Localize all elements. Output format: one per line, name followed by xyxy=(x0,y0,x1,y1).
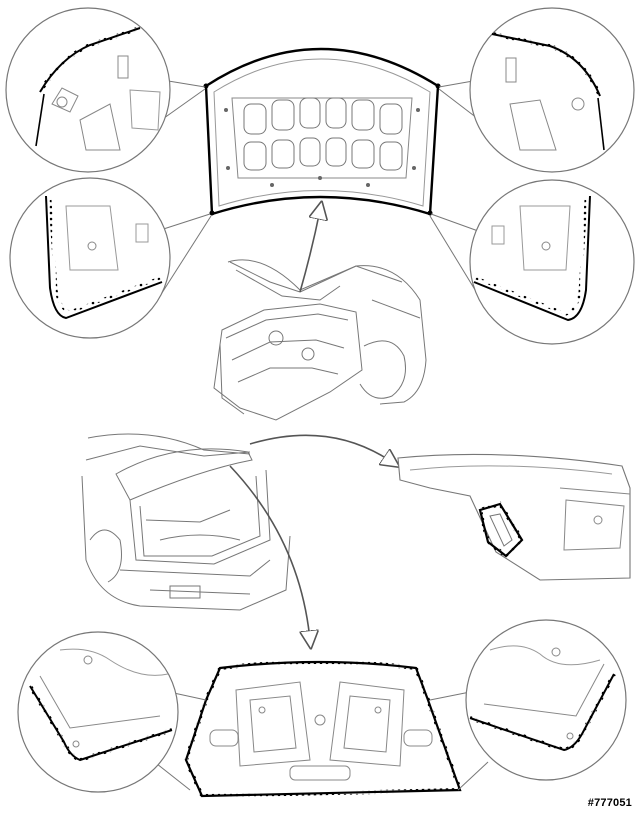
callout-hood-front-right xyxy=(438,7,635,173)
callout-hood-rear-left xyxy=(9,177,212,339)
callout-hood-front-left xyxy=(5,7,206,173)
arrow-to-trunk-outer xyxy=(249,434,392,462)
vehicle-rear-trunk-open xyxy=(81,433,291,611)
arrow-to-hood xyxy=(299,210,320,293)
arrow-to-trunk-lid xyxy=(229,465,310,640)
hood-panel xyxy=(203,47,441,216)
callout-trunk-lid-left xyxy=(17,631,207,793)
reference-code: #777051 xyxy=(587,797,632,809)
callout-trunk-lid-right xyxy=(429,619,627,791)
trunk-lid-outer xyxy=(397,453,631,581)
trunk-lid-inner xyxy=(183,660,463,799)
vehicle-front-hood-open xyxy=(213,259,427,421)
callout-hood-rear-right xyxy=(429,179,635,345)
